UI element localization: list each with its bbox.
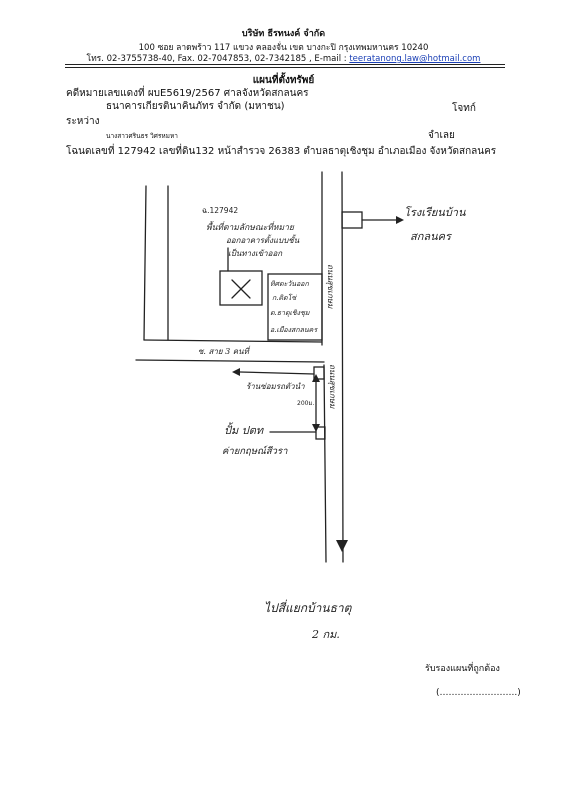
shop-arrow-head [232,368,240,376]
company-address: 100 ซอย ลาดพร้าว 117 แขวง คลองจั่น เขต บ… [138,43,429,53]
main-road-label-lower: ถนนสุขเกษม [327,364,337,409]
email-link[interactable]: teeratanong.law@hotmail.com [349,54,481,64]
plaintiff-role: โจทก์ [452,103,476,114]
school-marker [341,211,363,229]
adjacent-label-1: ทิศตะวันออก [270,280,309,288]
deed-number-label: ฉ.127942 [202,206,238,215]
property-x-mark [231,279,251,299]
pump-marker [315,426,326,440]
signature-line: (……………………..) [436,688,521,698]
plaintiff-name: ธนาคารเกียรตินาคินภัทร จำกัด (มหาชน) [106,101,285,112]
map-note-1: พื้นที่ตามลักษณะที่หมาย [206,221,295,233]
header-divider [65,64,505,65]
certify-text: รับรองแผนที่ถูกต้อง [425,664,500,674]
distance-label: 200ม. [297,400,314,407]
school-label-1: โรงเรียนบ้าน [404,206,466,219]
soi-edge-top [143,339,323,343]
adjacent-label-2: ก.ติดโซ่ [272,293,297,302]
property-box [219,270,263,306]
company-name: บริษัท ธีรทนงค์ จำกัด [241,29,326,39]
road-arrow-head [336,540,348,552]
main-road-label-upper: ถนนสุขเกษม [325,264,335,309]
bottom-distance-note: 2 กม. [311,628,340,641]
soi-edge-left [143,185,147,341]
adjacent-label-4: อ.เมืองสกลนคร [270,326,318,334]
road-edge-left-lower [323,364,327,563]
adjacent-label-3: ต.ธาตุเชิงชุม [270,309,310,317]
adjacent-plot [267,273,323,341]
pump-label-1: ปั้ม ปตท [224,422,264,437]
shop-label: ร้านซ่อมรถตัวนำ [246,382,305,391]
road-edge-right [341,171,344,563]
contact-phone-fax: โทร. 02-3755738-40, Fax. 02-7047853, 02-… [86,54,350,64]
defendant-name: นางสาวศรินธร วิศรหมหา [106,132,178,140]
deed-details: โฉนดเลขที่ 127942 เลขที่ดิน132 หน้าสำรวจ… [66,146,497,157]
soi-label: ซ. สาย 3 คนที่ [198,345,251,356]
map-note-2: ออกอาคารตั้งแบบชั้น [226,234,300,245]
bottom-direction-note: ไปสี่แยกบ้านธาตุ [264,599,353,616]
distance-arrow-head-top [312,374,320,382]
pump-label-2: ค่ายกฤษณ์สีวรา [222,445,288,457]
school-label-2: สกลนคร [410,230,453,243]
header-divider-thin [65,67,505,68]
shop-marker [313,366,325,380]
case-number: คดีหมายเลขแดงที่ ผบE5619/2567 ศาลจังหวัด… [66,88,309,99]
defendant-role: จำเลย [428,130,455,141]
document-title: แผนที่ตั้งทรัพย์ [252,75,315,86]
soi-edge-bottom [135,359,325,363]
company-contact: โทร. 02-3755738-40, Fax. 02-7047853, 02-… [0,51,567,65]
between-label: ระหว่าง [66,116,100,127]
distance-arrow-head-bottom [312,424,320,432]
school-arrow-head [396,216,404,224]
shop-arrow-line [239,371,315,375]
map-note-3: เป็นทางเข้าออก [228,248,283,258]
